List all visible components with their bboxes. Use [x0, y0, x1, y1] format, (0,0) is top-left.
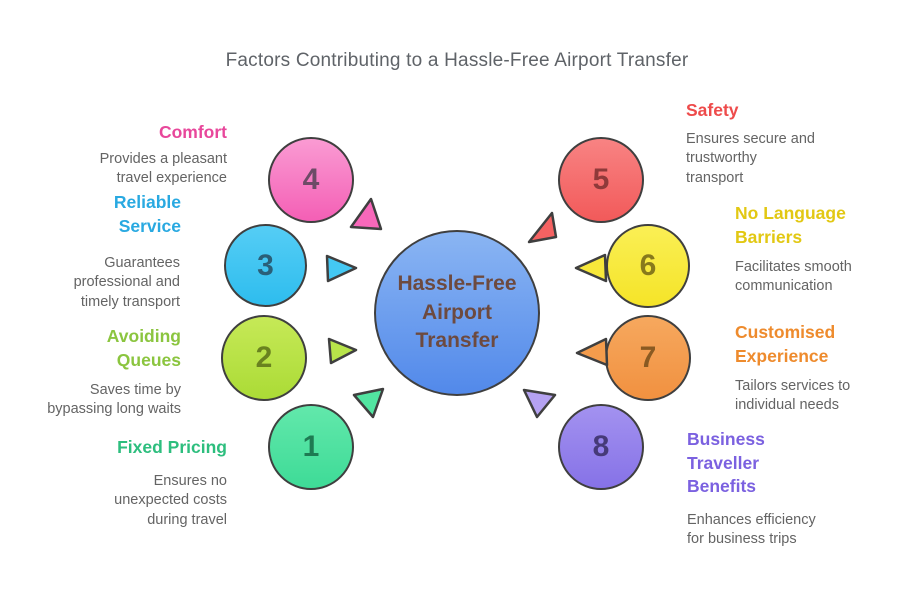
- factor-6-circle: 6: [606, 224, 690, 308]
- factor-2-arrow-icon: [327, 337, 358, 365]
- factor-2-circle: 2: [221, 315, 307, 401]
- factor-3-description: Guarantees professional and timely trans…: [73, 255, 180, 310]
- factor-4-number: 4: [302, 163, 320, 196]
- factor-1-circle: 1: [268, 404, 354, 490]
- factor-4-circle: 4: [268, 137, 354, 223]
- factor-7-description: Tailors services to individual needs: [735, 378, 851, 414]
- factor-8-number: 8: [592, 430, 610, 463]
- factor-8-description: Enhances efficiency for business trips: [687, 512, 816, 548]
- factor-4-description: Provides a pleasant travel experience: [99, 151, 227, 187]
- factor-2-label: Avoiding Queues: [106, 326, 181, 370]
- center-circle: Hassle-Free Airport Transfer: [374, 230, 540, 396]
- factor-3-label: Reliable Service: [113, 192, 181, 236]
- factor-2-number: 2: [255, 341, 273, 374]
- factor-8-circle: 8: [558, 404, 644, 490]
- factor-7-label: Customised Experience: [735, 322, 836, 366]
- factor-1-description: Ensures no unexpected costs during trave…: [114, 473, 227, 528]
- factor-7-arrow-icon: [575, 337, 609, 367]
- factor-6-arrow-icon: [574, 253, 608, 283]
- factor-3-circle: 3: [224, 224, 307, 307]
- factor-1-label: Fixed Pricing: [117, 437, 227, 457]
- factor-5-arrow-icon: [527, 211, 558, 244]
- factor-1-arrow-icon: [352, 387, 385, 419]
- factor-7-circle: 7: [605, 315, 691, 401]
- factor-5-number: 5: [592, 163, 610, 196]
- factor-5-label: Safety: [686, 100, 739, 120]
- factor-3-number: 3: [257, 248, 274, 282]
- center-label: Hassle-Free Airport Transfer: [397, 272, 517, 353]
- factor-6-description: Facilitates smooth communication: [735, 259, 852, 295]
- factor-2-description: Saves time by bypassing long waits: [47, 382, 181, 418]
- diagram-title: Factors Contributing to a Hassle-Free Ai…: [225, 50, 689, 71]
- factor-7-number: 7: [639, 341, 657, 374]
- factor-4-label: Comfort: [158, 122, 227, 142]
- factor-3-arrow-icon: [325, 254, 358, 283]
- factor-8-arrow-icon: [522, 388, 557, 419]
- factor-6-label: No Language Barriers: [735, 203, 846, 247]
- factor-1-number: 1: [302, 430, 320, 463]
- factor-5-description: Ensures secure and trustworthy transport: [686, 131, 815, 186]
- factor-5-circle: 5: [558, 137, 644, 223]
- factor-4-arrow-icon: [349, 197, 383, 231]
- factor-8-label: Business Traveller Benefits: [687, 429, 765, 497]
- factor-6-number: 6: [639, 249, 657, 282]
